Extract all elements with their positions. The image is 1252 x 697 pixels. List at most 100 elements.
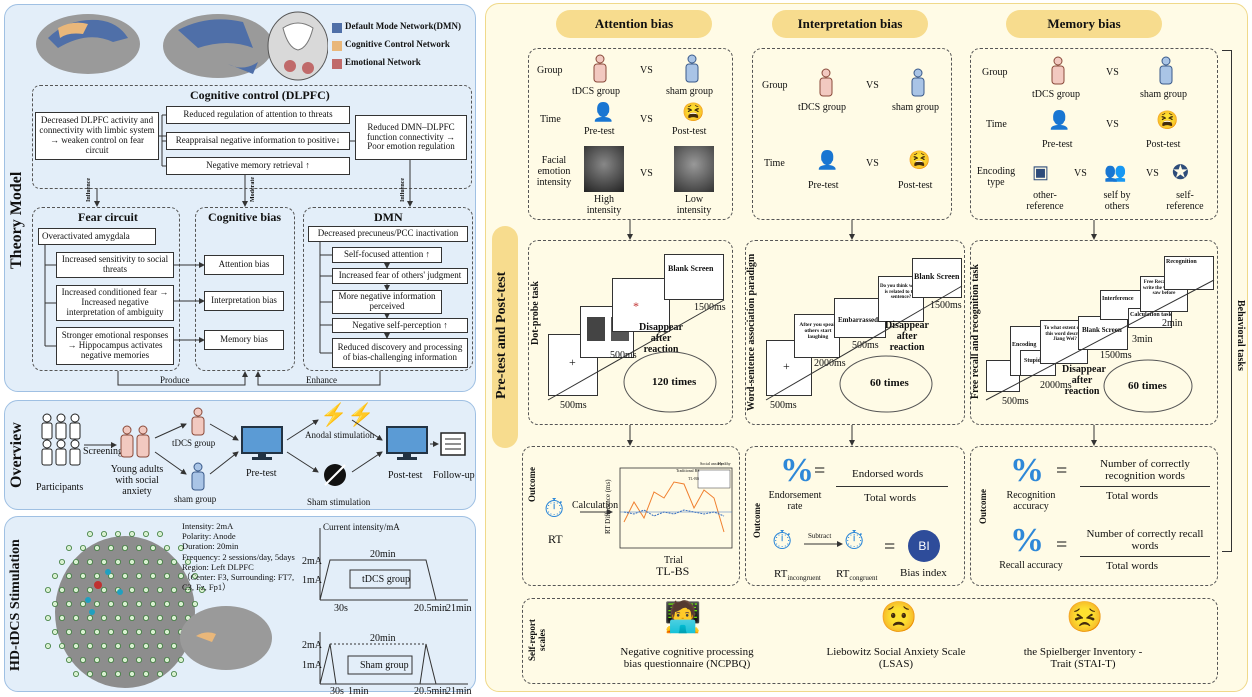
mem-pre-icon: 👤 [1048,110,1071,130]
electrode-dot [129,615,136,622]
electrode-dot [129,559,136,566]
cc-mid-2: Reappraisal negative information to posi… [166,132,350,150]
int-outcome-box [745,446,965,586]
total-words-3: Total words [1106,560,1159,572]
attention-design-box [528,48,733,220]
electrode-dot [163,601,170,608]
tdcs-1ma: 1mA [302,575,322,586]
electrode-dot [73,670,80,677]
recog-acc: Recognition accuracy [1006,490,1056,512]
stim-params: Intensity: 2mA Polarity: Anode Duration:… [182,521,295,592]
dotprobe-label: Dot-probe task [530,281,541,345]
att-post-label: Post-test [672,126,707,137]
bias-item-attention: Attention bias [204,255,284,275]
mem-eq-2: = [1056,534,1068,556]
electrode-dot [58,559,65,566]
att-group-label: Group [537,65,563,76]
att-outcome-label: Outcome [527,467,537,503]
endorse-rate: Endorsement rate [768,490,822,512]
electrode-dot [122,573,129,580]
electrode-dot [101,559,108,566]
prepost-side-pill [492,226,518,448]
electrode-cap-diagram [44,530,205,688]
att-tdcs-person-icon [593,54,607,83]
electrode-dot [163,573,170,580]
electrode-dot [191,601,198,608]
electrode-dot [157,615,164,622]
int-time-label: Time [764,158,785,169]
self-by-others-icon: 👥 [1104,162,1127,182]
att-outcome-box [522,446,740,586]
cc-mid-1: Reduced regulation of attention to threa… [166,106,350,124]
dmn-item-2: Self-focused attention ↑ [332,247,442,263]
int-eq-2: = [884,536,896,558]
rt-inc-sub: incongruent [787,574,821,583]
mem-group-label: Group [982,67,1008,78]
mem-eq-1: = [1056,460,1068,482]
electrode-dot [170,587,177,594]
att-sham-label: sham group [666,86,713,97]
tlbs-title: TL-BS [656,564,690,578]
electrode-dot [170,559,177,566]
recall-num: Number of correctly recall words [1086,528,1204,553]
att-rt: RT [548,532,563,546]
cc-title: Cognitive control (DLPFC) [190,88,330,102]
electrode-dot [87,530,94,537]
electrode-dot [136,573,143,580]
memory-design-box [970,48,1218,220]
electrode-dot [143,615,150,622]
fr-interf: Interference [1102,296,1134,302]
electrode-dot [51,601,58,608]
electrode-dot [177,544,184,551]
electrode-dot [129,670,136,677]
tdcs-tick-205: 20.5min [414,603,448,614]
bias-item-memory: Memory bias [204,330,284,350]
tlbs-ylabel: RT Difference (ms) [604,479,612,535]
tlbs-chart [619,467,733,549]
int-sham-label: sham group [892,102,939,113]
electrode-dot [122,601,129,608]
stai-label: the Spielberger Inventory - Trait (STAI-… [1023,646,1143,671]
electrode-dot [163,656,170,663]
electrode-dot [87,615,94,622]
ws-s2: Embarrassed [838,316,879,324]
young-adults-label: Young adults with social anxiety [110,464,164,497]
ws-blank: Blank Screen [914,272,960,281]
electrode-dot [51,629,58,636]
electrode-dot [108,601,115,608]
electrode-dot [157,530,164,537]
dmn-box [303,207,473,371]
electrode-dot [150,601,157,608]
electrode-dot [136,601,143,608]
cognitive-control-box [32,85,472,189]
enc-selfby-label: self by others [1103,190,1131,212]
electrode-dot [80,601,87,608]
int-group-label: Group [762,80,788,91]
tdcs-group-icon [191,407,205,436]
electrode-dot [66,601,73,608]
recall-acc: Recall accuracy [999,560,1063,571]
electrode-dot [94,544,101,551]
legend-ccn-swatch [332,41,342,51]
att-post-icon: 😫 [682,102,705,122]
legend-dmn: Default Mode Network(DMN) [345,21,461,31]
young-adults-icon [120,425,150,458]
endorsed-words: Endorsed words [852,468,924,480]
electrode-dot [143,643,150,650]
sham-tick-21: 21min [446,686,472,697]
posttest-monitor-icon [386,426,428,460]
rt-con: RTcongruent [836,568,877,582]
sham-tick-1: 1min [348,686,369,697]
fr-recog: Recognition [1166,259,1197,265]
electrode-dot [66,656,73,663]
dmn-item-4: More negative information perceived [332,290,442,314]
mem-pre-label: Pre-test [1042,139,1073,150]
posttest-label: Post-test [388,470,423,481]
electrode-dot [177,601,184,608]
mem-time-label: Time [986,119,1007,130]
att-low-label: Low intensity [676,194,712,216]
int-pre-label: Pre-test [808,180,839,191]
bi-text: BI [918,539,930,553]
electrode-dot [87,643,94,650]
other-reference-icon: ▣ [1032,162,1050,182]
